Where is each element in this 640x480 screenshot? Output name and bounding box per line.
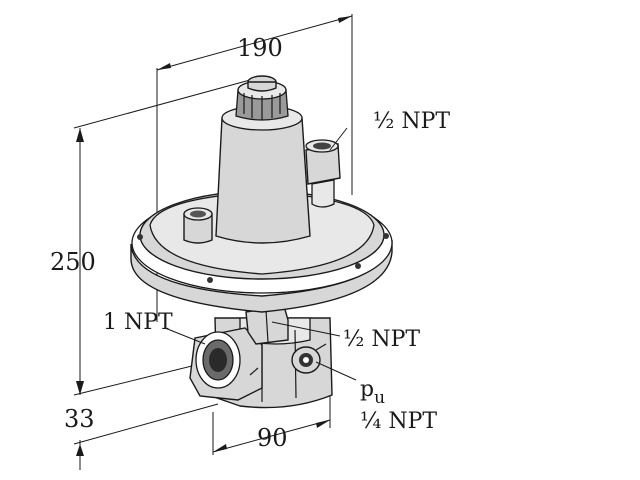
dim-33-label: 33 [64,405,95,433]
pressure-symbol: p [360,377,374,402]
pressure-subscript: u [374,388,385,408]
spring-bonnet [215,105,311,244]
housing-boss [183,207,213,244]
side-port-label: ½ NPT [343,327,420,352]
dim-250-label: 250 [50,248,96,276]
top-port-label: ½ NPT [373,109,450,134]
dim-190-label: 190 [237,34,283,62]
top-port [305,139,341,208]
dimension-33 [73,363,219,470]
pressure-port-label: ¼ NPT [360,409,437,434]
pressure-symbol-label: pu [360,377,385,408]
dim-90-label: 90 [257,424,288,452]
inlet-fitting [189,327,263,401]
leader-lines [164,127,357,381]
inlet-label: 1 NPT [103,310,173,335]
dimension-250 [73,79,251,395]
adjusting-cap [235,75,289,121]
pressure-port [291,343,327,374]
